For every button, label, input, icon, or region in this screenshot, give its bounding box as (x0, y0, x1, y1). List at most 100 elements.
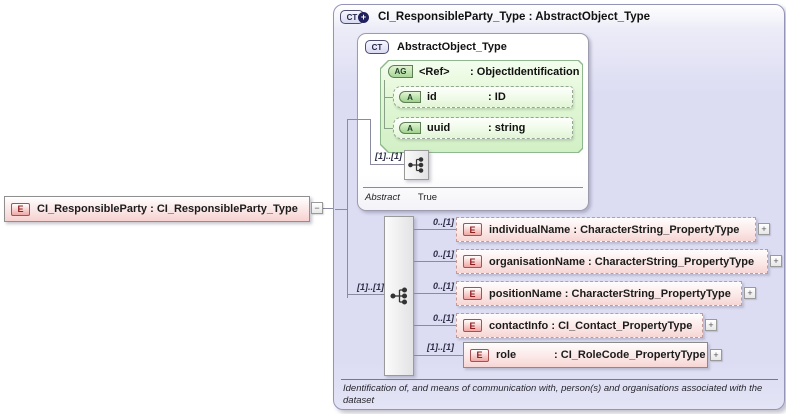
abstract-separator-line (363, 187, 583, 188)
cardinality-label: 0..[1] (432, 249, 454, 259)
base-branch-line (347, 119, 370, 120)
attribute-colon: : (485, 122, 495, 134)
complex-type-colon: : (525, 11, 536, 23)
complex-type-box: CT + CI_ResponsibleParty_Type : Abstract… (333, 4, 785, 410)
element-name: organisationName (489, 255, 585, 268)
base-branch-line (370, 119, 371, 164)
element-row-organisationName[interactable]: E organisationName : CharacterString_Pro… (456, 249, 768, 274)
element-type: CharacterString_PropertyType (580, 223, 740, 236)
cardinality-label: 0..[1] (432, 281, 454, 291)
attribute-type: string (494, 122, 526, 134)
spine-line (347, 119, 348, 298)
cardinality-label: 0..[1] (432, 217, 454, 227)
abstract-value: True (417, 192, 438, 203)
cardinality-label: [1]..[1] (357, 282, 384, 292)
attribute-group-label: <Ref> : ObjectIdentification (419, 66, 579, 78)
attribute-tree-line (384, 80, 385, 128)
attribute-name: uuid (427, 122, 451, 134)
root-element-box[interactable]: E CI_ResponsibleParty : CI_ResponsiblePa… (4, 196, 310, 222)
abstract-row: Abstract True (365, 192, 437, 203)
root-element-type: CI_ResponsibleParty_Type (156, 203, 298, 215)
abstract-label: Abstract (365, 192, 400, 203)
sequence-compositor-icon[interactable] (404, 150, 429, 180)
element-label: positionName : CharacterString_PropertyT… (489, 288, 731, 300)
element-label: role : CI_RoleCode_PropertyType (496, 349, 705, 361)
root-element-name: CI_ResponsibleParty (37, 203, 148, 215)
cardinality-label: 0..[1] (432, 313, 454, 323)
attribute-row-uuid[interactable]: A uuid : string (393, 117, 573, 139)
branch-line (414, 261, 456, 262)
element-name: positionName (489, 287, 562, 300)
expand-button[interactable]: + (710, 349, 722, 361)
root-element-colon: : (147, 203, 157, 215)
element-colon: : (570, 223, 581, 236)
attribute-tree-line (384, 128, 393, 129)
attribute-tree-line (384, 97, 393, 98)
element-name: contactInfo (489, 319, 549, 332)
element-colon: : (584, 255, 595, 268)
root-element-label: CI_ResponsibleParty : CI_ResponsiblePart… (37, 203, 298, 215)
element-icon: E (463, 287, 482, 300)
element-name: individualName (489, 223, 571, 236)
expand-button[interactable]: + (770, 255, 782, 267)
expand-button[interactable]: + (758, 223, 770, 235)
expand-button[interactable]: + (744, 287, 756, 299)
element-row-positionName[interactable]: E positionName : CharacterString_Propert… (456, 281, 742, 306)
element-row-role[interactable]: E role : CI_RoleCode_PropertyType (463, 342, 708, 368)
complex-type-title: CI_ResponsibleParty_Type : AbstractObjec… (378, 11, 650, 23)
element-label: individualName : CharacterString_Propert… (489, 224, 739, 236)
element-colon: : (548, 319, 559, 332)
attribute-group-header: AG <Ref> : ObjectIdentification (388, 65, 579, 78)
element-colon: : (551, 349, 561, 361)
base-type-title: AbstractObject_Type (397, 41, 507, 53)
element-type: CI_Contact_PropertyType (558, 319, 693, 332)
attribute-group-box[interactable]: AG <Ref> : ObjectIdentification A id : I… (380, 60, 583, 153)
branch-line (414, 325, 456, 326)
attribute-group-colon: : (467, 65, 477, 78)
element-row-contactInfo[interactable]: E contactInfo : CI_Contact_PropertyType (456, 313, 703, 338)
element-row-individualName[interactable]: E individualName : CharacterString_Prope… (456, 217, 756, 242)
branch-line (414, 355, 463, 356)
cardinality-label: [1]..[1] (375, 151, 402, 161)
element-name: role (496, 349, 517, 361)
branch-line (414, 293, 456, 294)
element-label: contactInfo : CI_Contact_PropertyType (489, 320, 692, 332)
complex-type-header: CT + CI_ResponsibleParty_Type : Abstract… (340, 10, 650, 24)
sequence-glyph-icon (408, 157, 424, 173)
connector-line (323, 208, 333, 209)
attribute-icon: A (399, 122, 421, 134)
sequence-glyph-icon (389, 287, 407, 305)
attribute-group-icon: AG (388, 65, 413, 78)
expand-button[interactable]: + (705, 319, 717, 331)
base-type-box: CT AbstractObject_Type AG <Ref> : Object… (357, 33, 589, 211)
annotation-separator-line (341, 379, 778, 380)
attribute-label: id : ID (427, 91, 506, 103)
attribute-group-name: <Ref> (419, 65, 450, 78)
attribute-colon: : (485, 91, 495, 103)
element-icon: E (11, 202, 30, 216)
branch-line (414, 229, 456, 230)
collapse-button[interactable]: − (311, 202, 323, 214)
entry-line (335, 209, 347, 210)
element-icon: E (463, 319, 482, 332)
base-branch-line (370, 164, 404, 165)
attribute-row-id[interactable]: A id : ID (393, 86, 573, 108)
element-icon: E (470, 348, 489, 362)
attribute-icon: A (399, 91, 421, 103)
main-sequence-compositor[interactable] (384, 216, 414, 376)
cardinality-label: [1]..[1] (427, 342, 454, 352)
element-icon: E (463, 223, 482, 236)
element-type: CI_RoleCode_PropertyType (560, 349, 706, 361)
element-type: CharacterString_PropertyType (594, 255, 755, 268)
extension-plus-icon: + (358, 11, 369, 23)
base-type-header: CT AbstractObject_Type (358, 34, 588, 54)
complex-type-plus-icon[interactable]: CT + (340, 10, 369, 24)
ct-icon[interactable]: CT (365, 40, 389, 54)
attribute-group-type: ObjectIdentification (476, 65, 580, 78)
annotation-text: Identification of, and means of communic… (343, 383, 763, 406)
attribute-label: uuid : string (427, 122, 525, 134)
complex-type-name: CI_ResponsibleParty_Type (378, 11, 526, 23)
element-label: organisationName : CharacterString_Prope… (489, 256, 754, 268)
complex-type-base: AbstractObject_Type (535, 11, 651, 23)
